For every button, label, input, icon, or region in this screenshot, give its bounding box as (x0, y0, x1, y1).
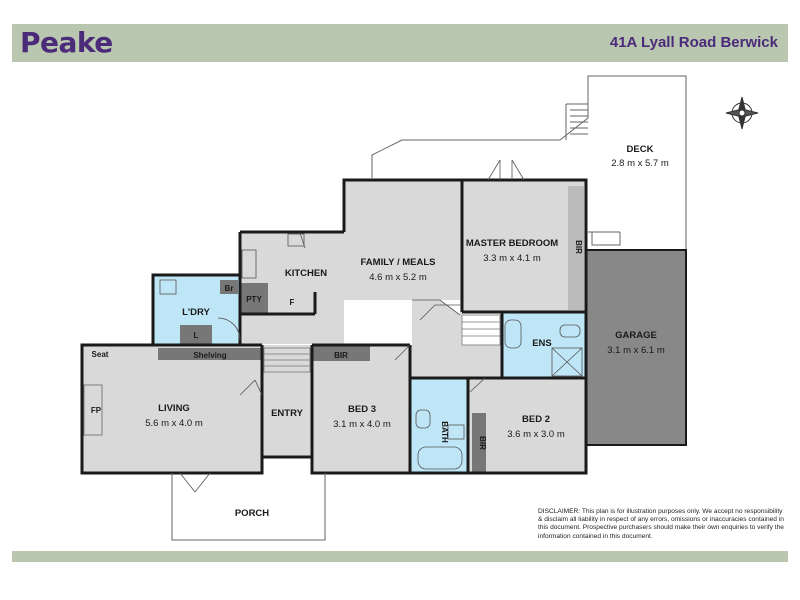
header-bar: Peake 41A Lyall Road Berwick (12, 24, 788, 62)
broom-label: Br (225, 284, 234, 293)
bed3-dims: 3.1 m x 4.0 m (333, 419, 391, 430)
deck-name: DECK (627, 144, 654, 155)
bir-master-label: BIR (574, 240, 583, 254)
garage-outline (585, 249, 687, 446)
compass-icon (725, 96, 759, 130)
seat-label: Seat (92, 350, 109, 359)
bed2-dims: 3.6 m x 3.0 m (507, 429, 565, 440)
living-name: LIVING (158, 403, 190, 414)
bath-name: BATH (440, 421, 449, 443)
family-name: FAMILY / MEALS (361, 257, 436, 268)
bir-bed2-label: BIR (478, 436, 487, 450)
door-swings (179, 159, 525, 493)
porch-name: PORCH (235, 508, 269, 519)
fireplace (83, 384, 103, 436)
garage-name: GARAGE (615, 330, 657, 341)
shelving-fill (158, 348, 262, 360)
fireplace-label: FP (91, 406, 102, 415)
ensuite-name: ENS (532, 338, 552, 349)
entry-steps (263, 314, 501, 373)
room-fills (82, 180, 686, 473)
property-address: 41A Lyall Road Berwick (609, 34, 778, 51)
family-dims: 4.6 m x 5.2 m (369, 272, 427, 283)
bed2-name: BED 2 (522, 414, 550, 425)
garage-dims: 3.1 m x 6.1 m (607, 345, 665, 356)
master-dims: 3.3 m x 4.1 m (483, 253, 541, 264)
pantry-label: PTY (246, 295, 262, 304)
garage-fill (586, 250, 686, 445)
deck-dims: 2.8 m x 5.7 m (611, 158, 669, 169)
bed3-name: BED 3 (348, 404, 376, 415)
bath-fill (410, 378, 468, 473)
fridge-label: F (290, 298, 295, 307)
footer-bar (12, 551, 788, 562)
laundry-name: L'DRY (182, 307, 210, 318)
disclaimer-text: DISCLAIMER: This plan is for illustratio… (538, 508, 784, 540)
laundry-tub-label: L (194, 331, 199, 340)
brand-logo: Peake (20, 26, 113, 59)
living-dims: 5.6 m x 4.0 m (145, 418, 203, 429)
fixtures (159, 233, 583, 470)
master-name: MASTER BEDROOM (466, 238, 558, 249)
entry-name: ENTRY (271, 408, 304, 419)
shelving-label: Shelving (193, 351, 226, 360)
kitchen-name: KITCHEN (285, 268, 327, 279)
bir-bed3-label: BIR (334, 351, 348, 360)
deck-area (371, 75, 687, 250)
porch-outline (171, 473, 326, 541)
